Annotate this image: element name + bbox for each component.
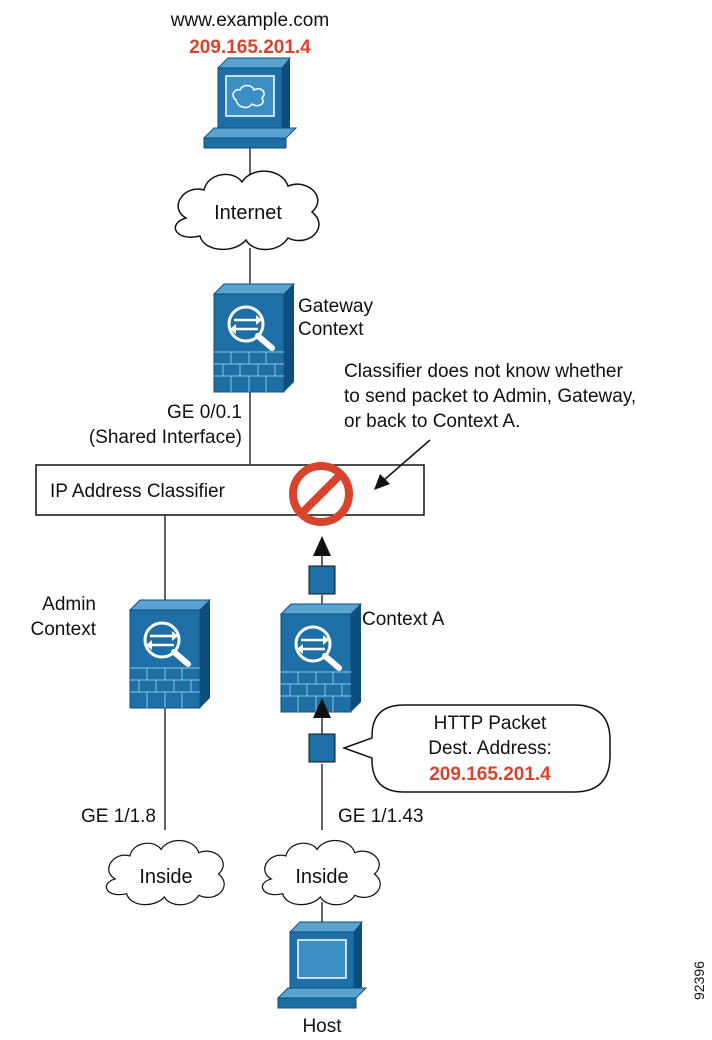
classifier-note-line3: or back to Context A. (344, 411, 520, 432)
admin-label-line2: Context (31, 619, 97, 640)
internet-label: Internet (214, 202, 282, 224)
classifier-note-line1: Classifier does not know whether (344, 361, 623, 382)
figure-id: 92396 (691, 961, 707, 1000)
inside-a-label: Inside (295, 866, 348, 888)
server-monitor-icon (202, 57, 298, 149)
arrow-up-icon (313, 536, 331, 556)
packet-lower (308, 698, 336, 763)
gateway-label-line1: Gateway (298, 296, 373, 317)
admin-interface: GE 1/1.8 (81, 806, 156, 827)
admin-firewall-icon (130, 600, 210, 708)
link-lines (164, 148, 323, 922)
server-ip: 209.165.201.4 (189, 37, 311, 58)
packet-type: HTTP Packet (434, 713, 547, 734)
context-a-label: Context A (362, 609, 445, 630)
packet-upper (308, 536, 336, 595)
classifier-label: IP Address Classifier (50, 481, 226, 502)
host-computer-icon (276, 921, 368, 1009)
packet-dest-label: Dest. Address: (428, 738, 552, 759)
gateway-firewall-icon (214, 284, 294, 392)
inside-admin-label: Inside (139, 866, 192, 888)
gateway-label-line2: Context (298, 319, 364, 340)
context-a-firewall-icon (281, 604, 361, 712)
classifier-note-arrow (374, 439, 431, 490)
server-hostname: www.example.com (170, 10, 329, 31)
packet-dest-ip: 209.165.201.4 (429, 764, 551, 785)
shared-interface-id: GE 0/0.1 (167, 402, 242, 423)
host-label: Host (302, 1016, 342, 1037)
packet-callout-bubble (341, 704, 611, 793)
arrow-up-icon (313, 698, 331, 718)
prohibited-icon (289, 462, 353, 526)
classifier-note-line2: to send packet to Admin, Gateway, (344, 386, 636, 407)
shared-interface-note: (Shared Interface) (89, 427, 242, 448)
classifier-box (35, 464, 425, 516)
context-a-interface: GE 1/1.43 (338, 806, 424, 827)
admin-label-line1: Admin (42, 594, 96, 615)
